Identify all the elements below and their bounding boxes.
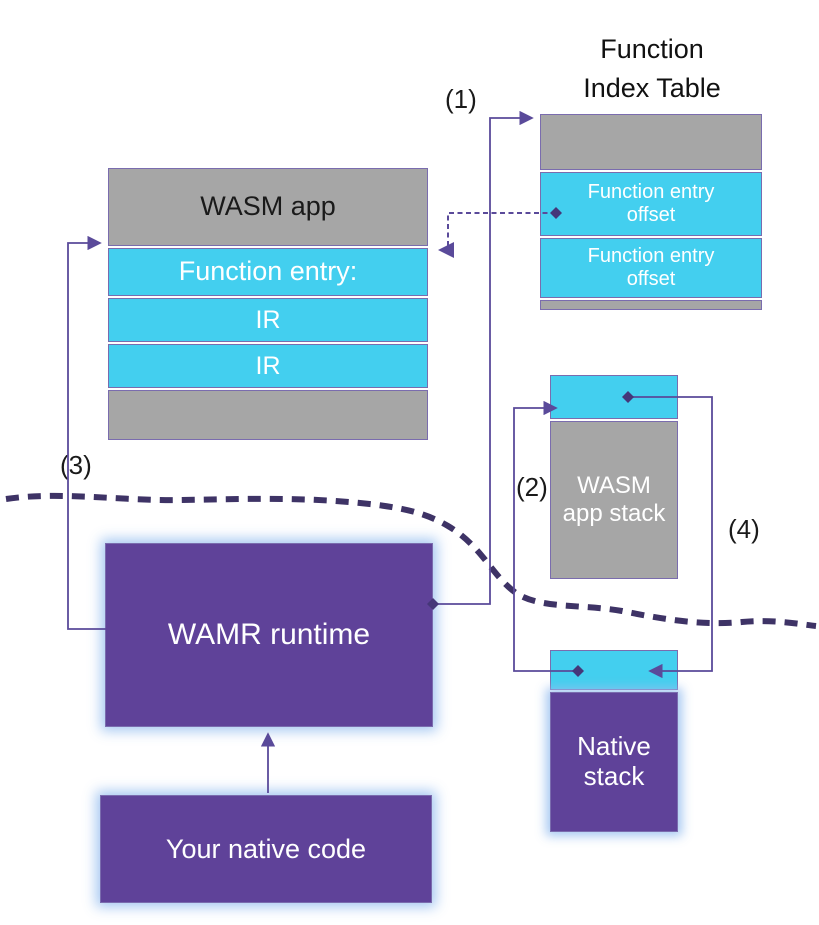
wasm-app-header: WASM app: [108, 168, 428, 246]
label-step-3: (3): [60, 450, 92, 480]
function-index-table-bottom-block: [540, 300, 762, 310]
wasm-app-row-ir-2: IR: [108, 344, 428, 388]
wasm-app-stack-box: WASM app stack: [550, 375, 678, 579]
wasm-app-row-function-entry: Function entry:: [108, 248, 428, 296]
function-entry-offset-row-1: Function entry offset: [540, 172, 762, 236]
your-native-code-box: Your native code: [100, 795, 432, 903]
connector-3-runtime-to-wasm-app: [67, 235, 106, 630]
connector-offset-to-function-entry-dashed: [438, 212, 556, 258]
wasm-app-stack-body: WASM app stack: [550, 421, 678, 579]
native-stack-top-bar: [550, 650, 678, 690]
native-stack-box: Native stack: [550, 650, 678, 832]
label-step-4: (4): [728, 514, 760, 544]
function-index-table-box: Function entry offset Function entry off…: [540, 114, 762, 310]
wasm-app-footer-block: [108, 390, 428, 440]
native-stack-body: Native stack: [550, 692, 678, 832]
label-step-1: (1): [445, 84, 477, 114]
wasm-app-stack-top-bar: [550, 375, 678, 419]
function-entry-offset-row-2: Function entry offset: [540, 238, 762, 298]
wamr-runtime-box: WAMR runtime: [105, 543, 433, 727]
function-index-table-top-block: [540, 114, 762, 170]
label-step-2: (2): [516, 472, 548, 502]
function-index-table-title: Function Index Table: [583, 34, 721, 104]
connector-1-runtime-to-index-table: [433, 110, 534, 605]
wasm-app-row-ir-1: IR: [108, 298, 428, 342]
wasm-app-box: WASM app Function entry: IR IR: [108, 168, 428, 440]
